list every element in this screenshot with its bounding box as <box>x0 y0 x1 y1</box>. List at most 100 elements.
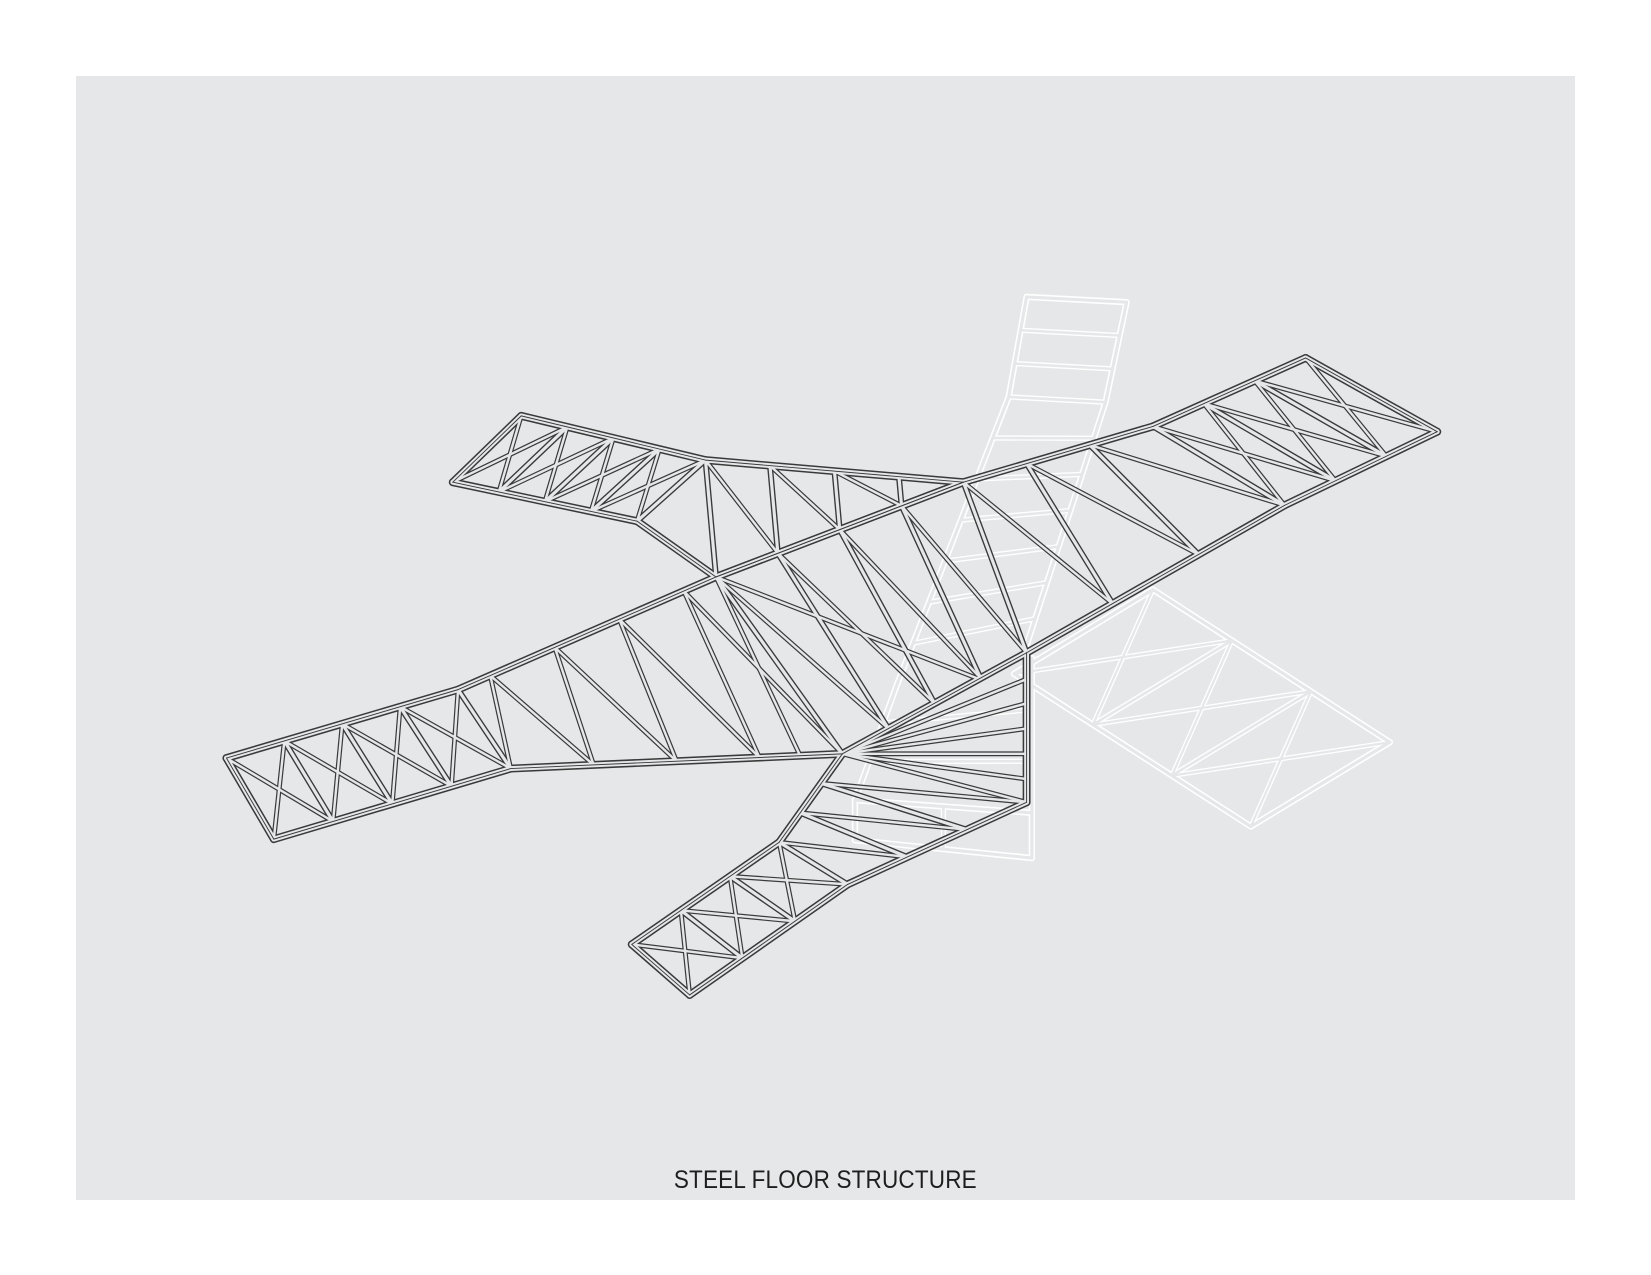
core-fan-brace-core <box>841 677 1028 756</box>
hub-fan-brace-core <box>714 575 981 681</box>
spine-center-brace-core <box>838 528 982 680</box>
upper-arm-rib-core <box>589 447 661 514</box>
ghost-side-wing-brace-core <box>1091 690 1312 726</box>
spine-east-brace-core <box>962 480 1114 605</box>
spine-east-brace-core <box>1025 462 1200 556</box>
left-arm-brace-core <box>272 739 286 841</box>
spine-joint-rib-core <box>1151 424 1287 507</box>
hub-fan-brace-core <box>714 575 802 758</box>
ghost-side-wing-end-core <box>1012 588 1155 676</box>
spine-west-brace-core <box>553 646 595 767</box>
spine-joint-rib-core <box>456 688 513 771</box>
lower-arm-root-chord-web <box>847 801 1028 885</box>
upper-arm-root-rib-core <box>897 475 904 508</box>
lower-arm-brace-core <box>630 943 744 960</box>
caption-container: STEEL FLOOR STRUCTURE <box>76 1165 1575 1195</box>
left-arm-rib-core <box>340 722 394 806</box>
ghost-side-wing-brace-core <box>1170 741 1391 777</box>
lower-arm-root-brace-core <box>777 841 909 859</box>
ghost-stair-rung-core <box>1007 395 1107 404</box>
spine-joint-rib-core <box>961 480 1029 655</box>
spine-center-rib-core <box>838 528 937 705</box>
left-arm-brace-core <box>331 722 344 823</box>
spine-west-brace-core <box>553 646 678 763</box>
upper-arm-brace-core <box>589 458 707 513</box>
ghost-stair-rib-core <box>975 473 1084 481</box>
ghost-stair-top-rung-core <box>1025 295 1129 304</box>
upper-arm-root-chord-web <box>705 459 964 483</box>
spine-west-brace-core <box>489 674 595 767</box>
ghost-side-wing-rib-core <box>1091 639 1234 726</box>
right-arm-rib-core <box>1253 379 1388 458</box>
left-arm-chord-web <box>273 768 512 840</box>
core-fan-brace-core <box>841 752 1028 781</box>
spine-west-brace-core <box>618 617 761 759</box>
ghost-stair-top-chord-core <box>1103 300 1129 404</box>
spine-east-rib-core <box>1025 462 1115 606</box>
upper-arm-root-brace-core <box>704 458 780 555</box>
ghost-side-wing-brace-core <box>1012 639 1234 675</box>
spine-west-chord-web <box>510 753 843 770</box>
upper-arm-root-brace-core <box>833 469 903 508</box>
left-arm-chord-web <box>225 689 459 759</box>
drawing-panel <box>76 76 1575 1200</box>
upper-arm-root-rib-core <box>832 469 842 532</box>
lower-arm-root-brace-core <box>820 782 1028 804</box>
left-arm-end-beam-web <box>225 757 275 840</box>
right-arm-rib-core <box>1202 402 1338 483</box>
lower-arm-chord-web <box>689 883 849 996</box>
lower-arm-root-chord-web <box>778 753 843 843</box>
upper-arm-chord-web <box>520 415 706 461</box>
ghost-side-wing-end-core <box>1249 740 1392 829</box>
upper-arm-root-chord-web <box>715 481 964 578</box>
upper-arm-root-rib-core <box>768 464 780 555</box>
ghost-stair-rib-core <box>927 581 1049 604</box>
lower-arm-brace-core <box>679 909 691 997</box>
spine-center-brace-core <box>900 504 1028 654</box>
lower-arm-rib-core <box>679 908 744 960</box>
right-arm-chord-web <box>1284 431 1438 506</box>
spine-east-brace-core <box>1088 443 1286 507</box>
ghost-side-wing-chord-core <box>1012 672 1253 829</box>
upper-arm-joint-rib-core <box>635 458 708 523</box>
right-arm-brace-core <box>1304 356 1388 458</box>
diagram-caption: STEEL FLOOR STRUCTURE <box>674 1166 977 1194</box>
spine-west-chord-web <box>457 576 717 691</box>
core-fan-brace-core <box>841 752 1028 804</box>
spine-west-brace-core <box>618 617 678 763</box>
ghost-stair-top-rib-core <box>1013 362 1114 371</box>
spine-center-rib-core <box>899 504 983 680</box>
ghost-stair-rib-core <box>943 545 1060 563</box>
spine-east-chord-web <box>1026 504 1286 654</box>
upper-arm-brace-core <box>543 447 661 503</box>
lower-arm-brace-core <box>728 875 744 960</box>
spine-joint-rib-core <box>714 575 844 756</box>
left-arm-rib-core <box>398 705 454 788</box>
upper-arm-root-brace-core <box>768 464 841 531</box>
upper-arm-chord-web <box>452 481 638 522</box>
upper-arm-brace-core <box>497 436 615 494</box>
right-arm-brace-core <box>1253 379 1337 483</box>
ghost-side-wing-rib-core <box>1170 690 1313 777</box>
upper-arm-brace-core <box>451 425 569 484</box>
spine-west-brace-core <box>489 674 512 770</box>
left-arm-rib-core <box>282 739 335 824</box>
spine-center-brace-core <box>714 575 890 730</box>
core-fan-brace-core <box>841 727 1028 756</box>
ghost-side-wing-chord-core <box>1151 588 1392 744</box>
ghost-stair-chord-core <box>895 395 1011 686</box>
lower-arm-brace-core <box>679 909 797 923</box>
lower-arm-root-rib-core <box>819 781 969 832</box>
ghost-stair-top-rib-core <box>1019 328 1121 337</box>
lower-arm-end-beam-web <box>631 943 691 996</box>
right-arm-end-beam-web <box>1305 357 1438 433</box>
spine-west-brace-core <box>682 589 844 756</box>
lower-arm-joint-rib-core <box>777 840 850 886</box>
left-arm-brace-core <box>450 688 460 788</box>
spine-east-chord-web <box>962 425 1154 483</box>
spine-center-brace-core <box>776 552 936 705</box>
upper-arm-end-beam-web <box>452 415 522 483</box>
lower-arm-chord-web <box>631 841 780 945</box>
right-arm-brace-core <box>1202 402 1286 507</box>
